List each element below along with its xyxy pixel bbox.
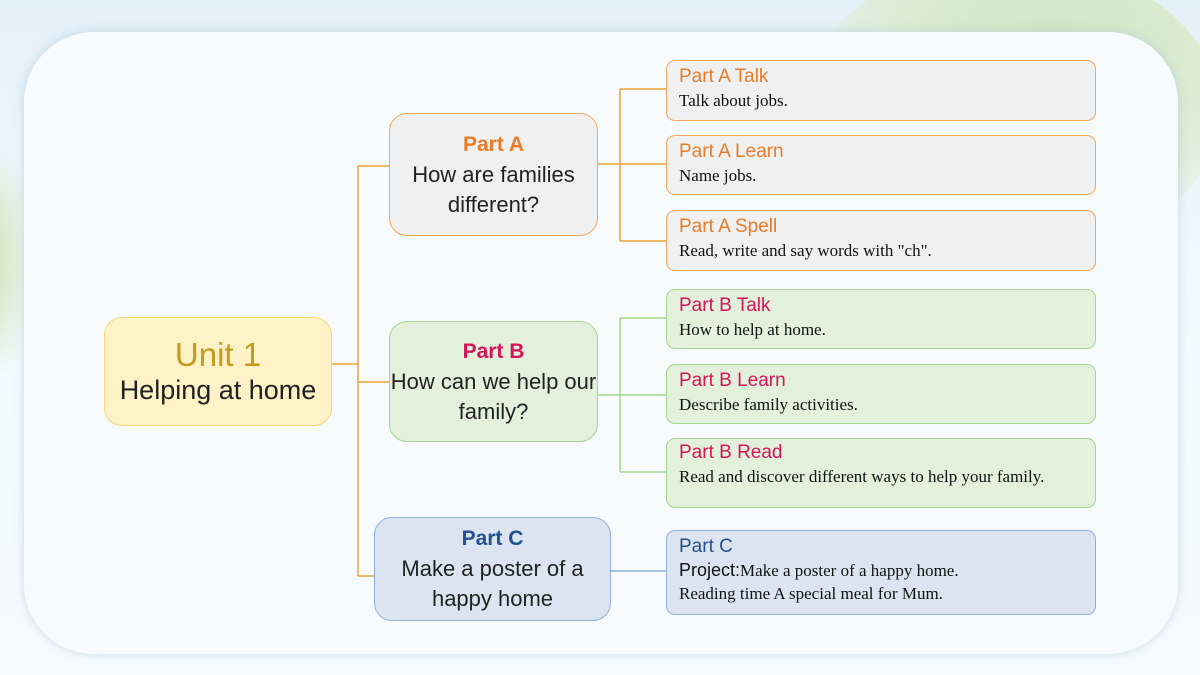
leaf-part-b-read: Part B Read Read and discover different …: [666, 438, 1096, 508]
leaf-part-c: Part C Project:Make a poster of a happy …: [666, 530, 1096, 615]
root-title: Unit 1: [174, 335, 262, 373]
part-b-title: Part B: [462, 339, 525, 363]
project-label: Project:: [679, 560, 741, 580]
part-c-title: Part C: [461, 527, 524, 550]
part-b-node: Part B How can we help our family?: [389, 321, 598, 442]
leaf-title: Part C: [679, 536, 733, 557]
leaf-title: Part A Talk: [679, 66, 769, 87]
leaf-description: How to help at home.: [679, 320, 826, 339]
project-text: Make a poster of a happy home.: [740, 561, 959, 580]
leaf-description: Read and discover different ways to help…: [679, 467, 1045, 486]
part-b-question: How can we help our family?: [390, 368, 597, 424]
part-c-node: Part C Make a poster of a happy home: [374, 517, 611, 621]
leaf-description: Describe family activities.: [679, 395, 858, 414]
part-a-question: How are families different?: [412, 161, 575, 217]
part-a-node: Part A How are families different?: [389, 113, 598, 236]
leaf-title: Part B Learn: [679, 370, 786, 391]
leaf-title: Part B Read: [679, 442, 783, 463]
leaf-title: Part B Talk: [679, 295, 771, 316]
part-c-question: Make a poster of a happy home: [401, 556, 584, 611]
leaf-description: Name jobs.: [679, 166, 757, 185]
root-subtitle: Helping at home: [119, 374, 317, 405]
leaf-reading-line: Reading time A special meal for Mum.: [679, 584, 943, 603]
leaf-title: Part A Spell: [679, 216, 778, 237]
leaf-title: Part A Learn: [679, 141, 784, 162]
leaf-part-a-learn: Part A Learn Name jobs.: [666, 135, 1096, 195]
leaf-part-a-spell: Part A Spell Read, write and say words w…: [666, 210, 1096, 271]
leaf-part-b-talk: Part B Talk How to help at home.: [666, 289, 1096, 349]
leaf-project-line: Project:Make a poster of a happy home.: [679, 559, 1083, 582]
root-node-unit-1: Unit 1 Helping at home: [104, 317, 332, 426]
leaf-part-b-learn: Part B Learn Describe family activities.: [666, 364, 1096, 424]
leaf-description: Read, write and say words with "ch".: [679, 241, 932, 260]
part-a-title: Part A: [462, 132, 525, 156]
leaf-description: Talk about jobs.: [679, 91, 788, 110]
leaf-part-a-talk: Part A Talk Talk about jobs.: [666, 60, 1096, 121]
